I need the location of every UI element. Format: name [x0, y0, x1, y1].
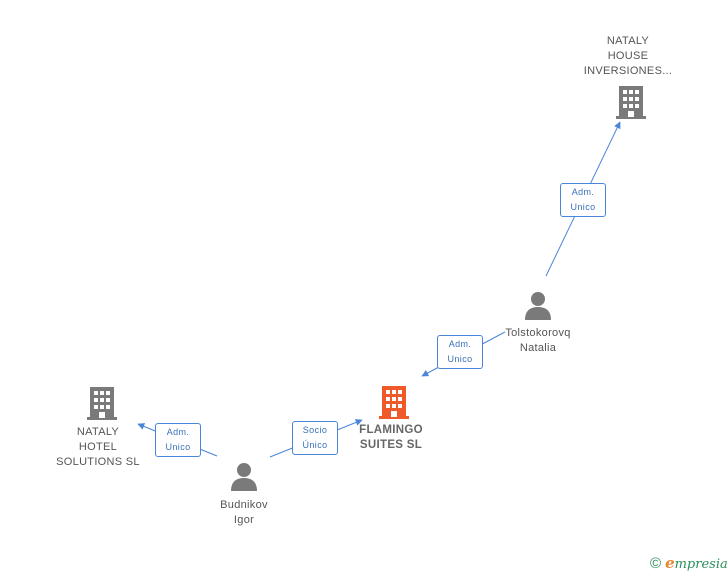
empresia-watermark: © empresia [650, 554, 728, 572]
edge-label-adm-unico-hotel: Adm. Unico [155, 423, 201, 457]
person-icon[interactable] [523, 290, 553, 322]
edge-label-socio-unico: Socio Único [292, 421, 338, 455]
node-label-nataly-house[interactable]: NATALY HOUSE INVERSIONES... [583, 35, 673, 77]
node-label-flamingo[interactable]: FLAMINGO SUITES SL [359, 424, 423, 451]
person-icon[interactable] [229, 461, 259, 493]
node-label-budnikov[interactable]: Budnikov Igor [220, 499, 268, 526]
building-icon[interactable] [614, 84, 648, 120]
node-label-nataly-hotel[interactable]: NATALY HOTEL SOLUTIONS SL [56, 426, 140, 468]
edge-label-adm-unico-flamingo: Adm. Unico [437, 335, 483, 369]
copyright-icon: © [650, 554, 662, 572]
building-icon[interactable] [377, 384, 411, 420]
brand-logo: empresia [665, 554, 728, 572]
building-icon[interactable] [85, 385, 119, 421]
node-label-tolstokorovq[interactable]: Tolstokorovq Natalia [505, 327, 571, 354]
edge-label-adm-unico-house: Adm. Unico [560, 183, 606, 217]
